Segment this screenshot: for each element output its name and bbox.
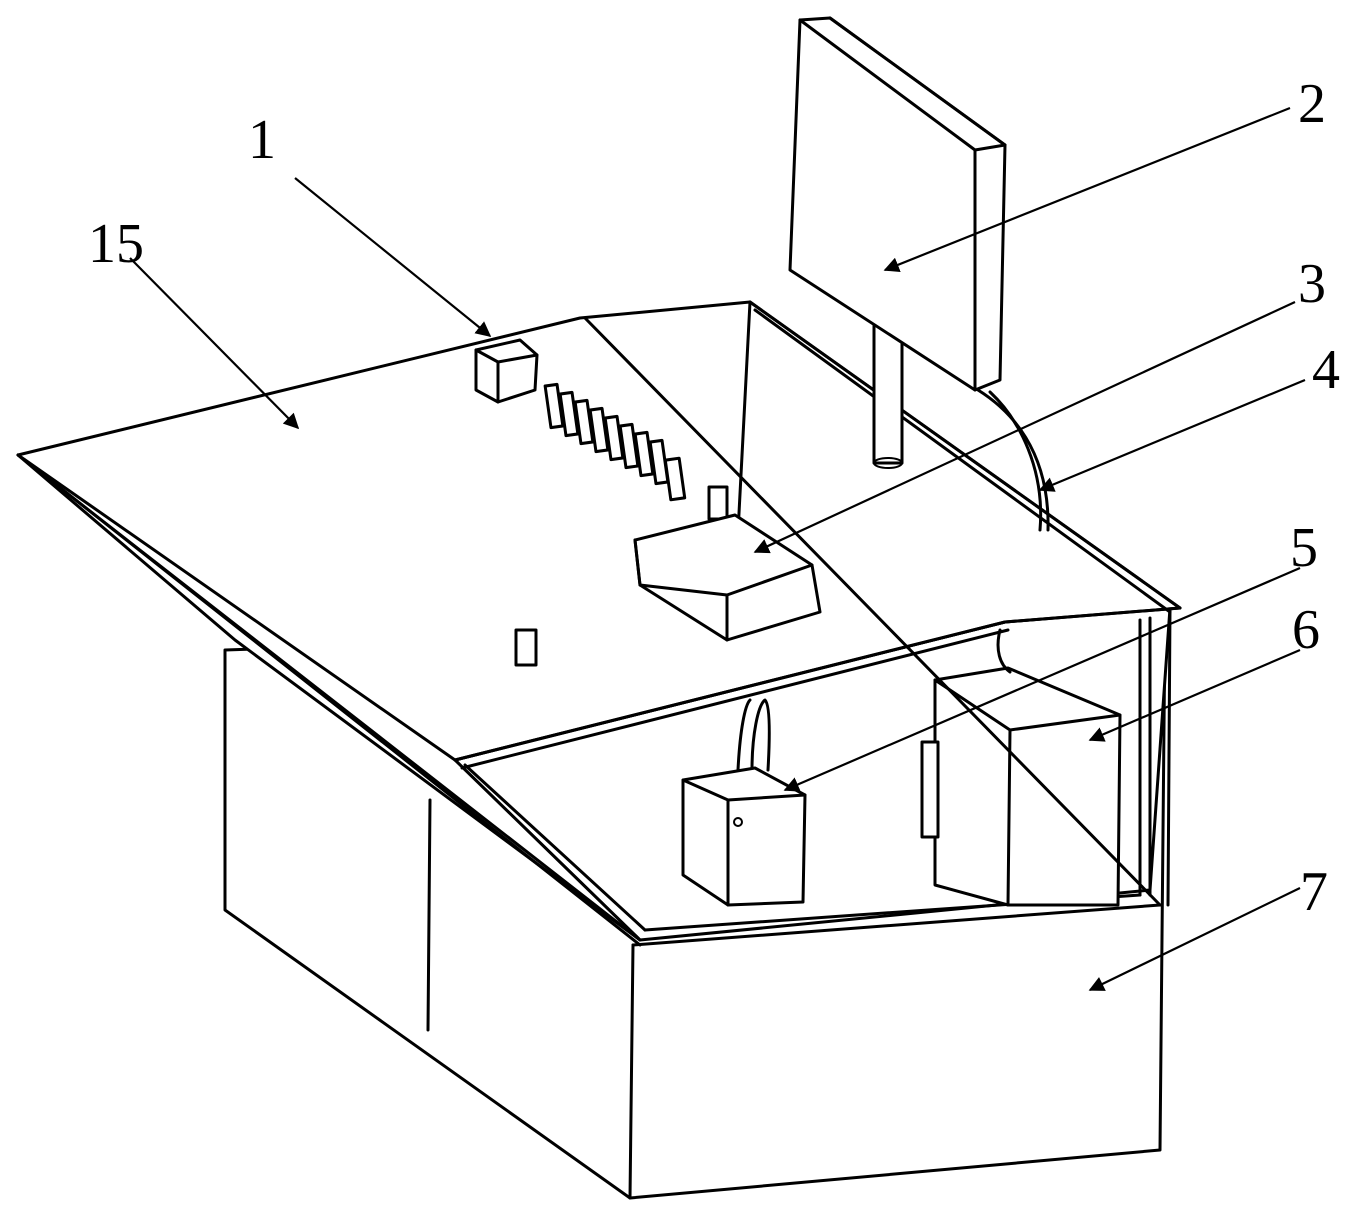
component-1-cube — [474, 338, 539, 404]
leader-1 — [294, 177, 492, 337]
label-1: 1 — [248, 109, 276, 171]
leader-4 — [1038, 378, 1306, 492]
lid-block-upper — [707, 485, 729, 521]
lid-block-lower — [514, 628, 538, 667]
component-5-box — [681, 698, 807, 907]
label-3: 3 — [1298, 253, 1326, 315]
leader-2 — [883, 106, 1291, 273]
cable-6 — [996, 628, 1012, 674]
terminal-row — [543, 382, 687, 502]
component-6-box — [920, 666, 1122, 907]
leader-15 — [129, 257, 300, 430]
leader-lines — [129, 106, 1306, 991]
label-15: 15 — [88, 213, 144, 275]
leader-6 — [1088, 648, 1301, 742]
antenna-assembly — [788, 16, 1050, 532]
leader-7 — [1088, 887, 1301, 991]
label-4: 4 — [1312, 339, 1340, 401]
label-2: 2 — [1298, 73, 1326, 135]
label-5: 5 — [1290, 517, 1318, 579]
label-7: 7 — [1300, 861, 1328, 923]
leader-5 — [783, 566, 1301, 792]
label-6: 6 — [1292, 599, 1320, 661]
reference-numerals: 1 2 3 4 5 6 7 15 — [88, 73, 1340, 923]
leader-3 — [753, 301, 1296, 554]
component-3-box — [633, 513, 822, 642]
